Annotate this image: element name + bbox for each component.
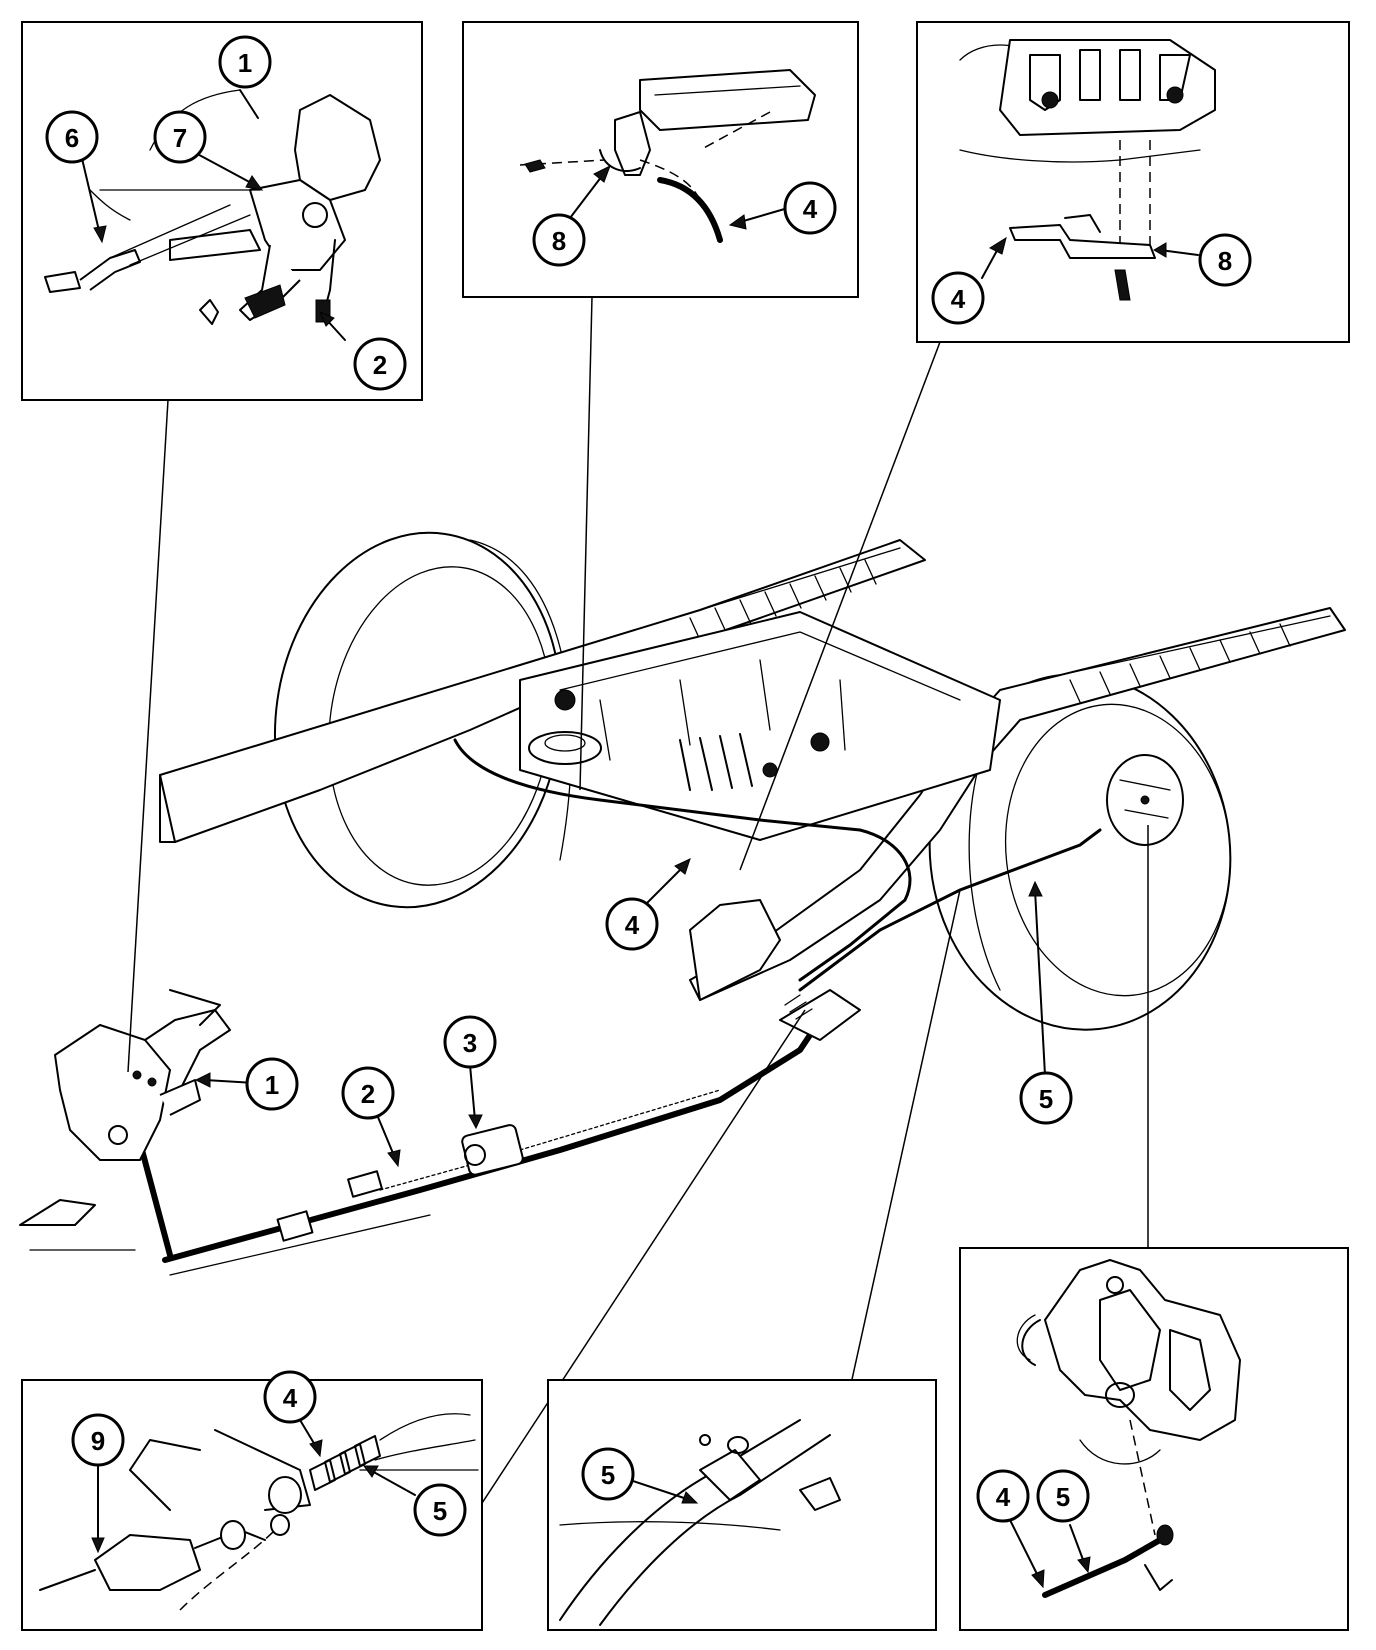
svg-text:3: 3 [463, 1028, 477, 1058]
svg-text:5: 5 [601, 1460, 615, 1490]
callout-pedal-6: 6 [45, 110, 99, 164]
equalizer-main [779, 989, 861, 1041]
callout-caliper-5: 5 [1036, 1469, 1090, 1523]
callout-clip-4: 4 [783, 181, 837, 235]
detail-clip-frame [462, 21, 859, 298]
callout-main-1: 1 [245, 1057, 299, 1111]
callout-pedal-1: 1 [218, 35, 272, 89]
detail-bracket-frame [916, 21, 1350, 343]
svg-text:2: 2 [361, 1079, 375, 1109]
callout-pedal-2: 2 [353, 337, 407, 391]
callout-circles: 1 7 6 2 8 4 4 8 4 5 1 [45, 35, 1252, 1537]
svg-text:4: 4 [996, 1482, 1011, 1512]
svg-text:5: 5 [433, 1496, 447, 1526]
callout-cableclip-5: 5 [581, 1447, 635, 1501]
callout-bracket-8: 8 [1198, 233, 1252, 287]
callout-equalizer-4: 4 [263, 1370, 317, 1424]
callout-clip-8: 8 [532, 213, 586, 267]
svg-text:5: 5 [1039, 1084, 1053, 1114]
pedal-assembly-main [19, 989, 431, 1276]
callout-equalizer-9: 9 [71, 1413, 125, 1467]
main-callout-leaders [194, 858, 1046, 1168]
svg-text:7: 7 [173, 123, 187, 153]
svg-text:4: 4 [625, 910, 640, 940]
callout-main-2: 2 [341, 1066, 395, 1120]
svg-text:8: 8 [1218, 246, 1232, 276]
svg-text:4: 4 [951, 284, 966, 314]
callout-main-3: 3 [443, 1015, 497, 1069]
callout-caliper-4: 4 [976, 1469, 1030, 1523]
callout-main-4: 4 [605, 897, 659, 951]
callout-bracket-4: 4 [931, 271, 985, 325]
detail-caliper [959, 1247, 1349, 1631]
detail-cable-clip [547, 1379, 937, 1631]
callout-pedal-7: 7 [153, 110, 207, 164]
detail-pedal-assembly [21, 21, 423, 401]
svg-text:2: 2 [373, 350, 387, 380]
svg-text:1: 1 [265, 1070, 279, 1100]
callout-main-5: 5 [1019, 1071, 1073, 1125]
svg-text:4: 4 [283, 1383, 298, 1413]
brake-cable-routing [127, 738, 1184, 1263]
svg-text:4: 4 [803, 194, 818, 224]
svg-text:5: 5 [1056, 1482, 1070, 1512]
svg-text:1: 1 [238, 48, 252, 78]
callout-equalizer-5: 5 [413, 1483, 467, 1537]
crossmember [519, 611, 1001, 841]
main-chassis-view [19, 531, 1346, 1276]
svg-text:8: 8 [552, 226, 566, 256]
svg-text:6: 6 [65, 123, 79, 153]
svg-text:9: 9 [91, 1426, 105, 1456]
